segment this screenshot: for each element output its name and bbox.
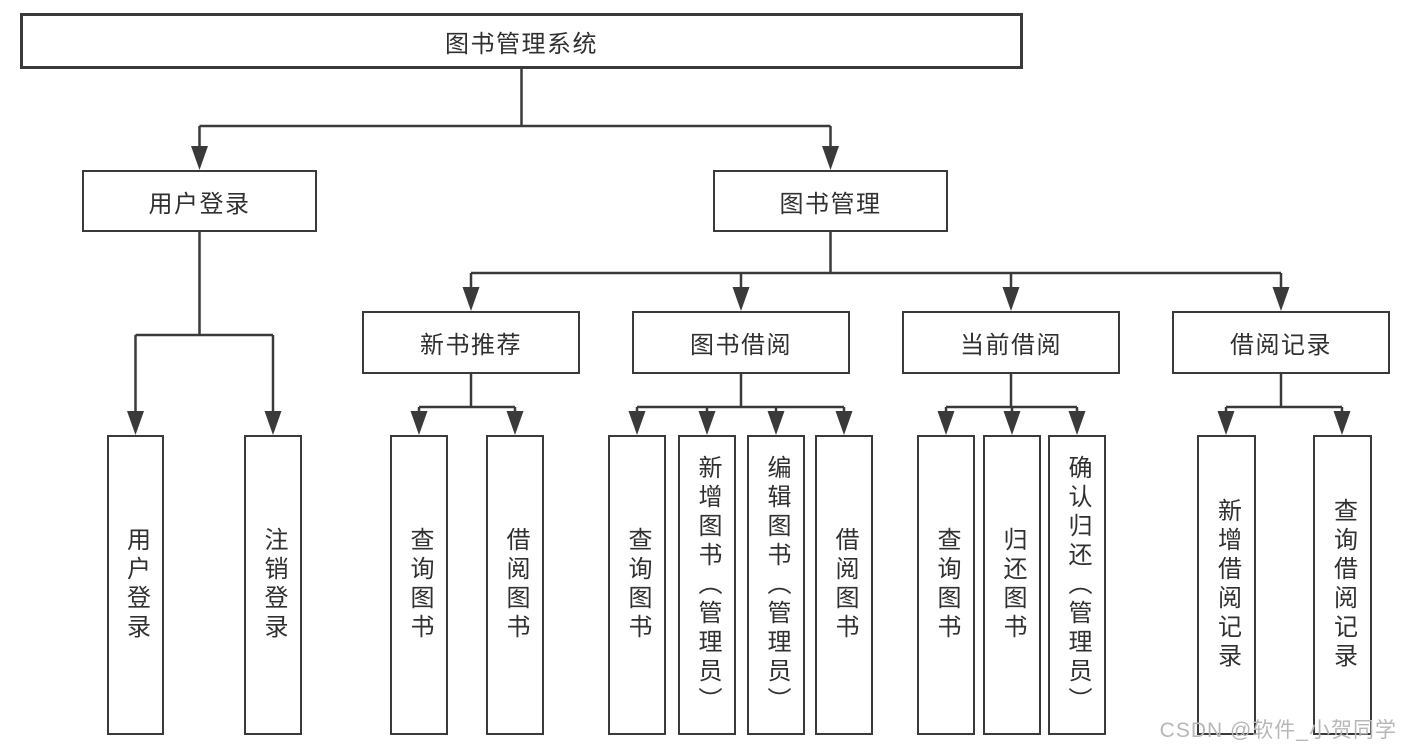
node-return-books-label: 归还图书 xyxy=(999,527,1026,643)
node-borrow-books-recommend-label: 借阅图书 xyxy=(502,527,529,643)
node-confirm-return-admin: 确认归还（管理员） xyxy=(1048,435,1106,735)
node-book-borrowing-label: 图书借阅 xyxy=(690,332,792,359)
node-current-borrowing: 当前借阅 xyxy=(902,311,1120,374)
node-query-books-current-label: 查询图书 xyxy=(933,527,960,643)
node-root-label: 图书管理系统 xyxy=(445,30,598,58)
connector-new-book-recommend-to-children xyxy=(417,374,517,412)
node-add-books-admin-label: 新增图书（管理员） xyxy=(694,454,721,716)
connector-current-borrowing-to-children xyxy=(944,374,1079,412)
connector-book-management-to-level3 xyxy=(469,232,1283,288)
node-user-login: 用户登录 xyxy=(82,170,317,232)
node-add-books-admin: 新增图书（管理员） xyxy=(678,435,736,735)
node-user-login-leaf-label: 用户登录 xyxy=(122,527,150,643)
node-user-login-leaf: 用户登录 xyxy=(107,435,164,735)
node-edit-books-admin-label: 编辑图书（管理员） xyxy=(763,454,790,716)
node-add-borrow-record-label: 新增借阅记录 xyxy=(1213,498,1241,672)
node-current-borrowing-label: 当前借阅 xyxy=(960,332,1062,359)
node-new-book-recommend: 新书推荐 xyxy=(362,311,580,374)
connector-user-login-to-children xyxy=(134,232,275,412)
connector-book-borrowing-to-children xyxy=(635,374,846,412)
node-add-borrow-record: 新增借阅记录 xyxy=(1197,435,1256,735)
node-query-books-current: 查询图书 xyxy=(917,435,975,735)
node-query-borrow-record: 查询借阅记录 xyxy=(1313,435,1372,735)
node-query-borrow-record-label: 查询借阅记录 xyxy=(1329,498,1357,672)
node-new-book-recommend-label: 新书推荐 xyxy=(420,332,522,359)
node-borrow-books-recommend: 借阅图书 xyxy=(486,435,544,735)
node-query-books-borrowing: 查询图书 xyxy=(608,435,666,735)
node-book-management-label: 图书管理 xyxy=(779,190,882,218)
node-logout-leaf: 注销登录 xyxy=(244,435,302,735)
node-return-books: 归还图书 xyxy=(983,435,1041,735)
node-user-login-label: 用户登录 xyxy=(148,190,251,218)
node-borrowing-records: 借阅记录 xyxy=(1172,311,1390,374)
node-query-books-borrowing-label: 查询图书 xyxy=(624,527,651,643)
connector-root-to-level2 xyxy=(198,69,832,147)
connector-borrowing-records-to-children xyxy=(1224,374,1344,412)
node-query-books-recommend-label: 查询图书 xyxy=(406,527,433,643)
node-root: 图书管理系统 xyxy=(20,13,1023,69)
node-book-management: 图书管理 xyxy=(713,170,948,232)
node-edit-books-admin: 编辑图书（管理员） xyxy=(747,435,805,735)
node-confirm-return-admin-label: 确认归还（管理员） xyxy=(1064,454,1091,716)
node-book-borrowing: 图书借阅 xyxy=(632,311,850,374)
node-borrowing-records-label: 借阅记录 xyxy=(1230,332,1332,359)
node-logout-leaf-label: 注销登录 xyxy=(260,527,287,643)
node-borrow-books-borrowing-label: 借阅图书 xyxy=(831,527,858,643)
node-query-books-recommend: 查询图书 xyxy=(390,435,448,735)
node-borrow-books-borrowing: 借阅图书 xyxy=(815,435,873,735)
csdn-watermark: CSDN @软件_小贺同学 xyxy=(1159,719,1397,742)
